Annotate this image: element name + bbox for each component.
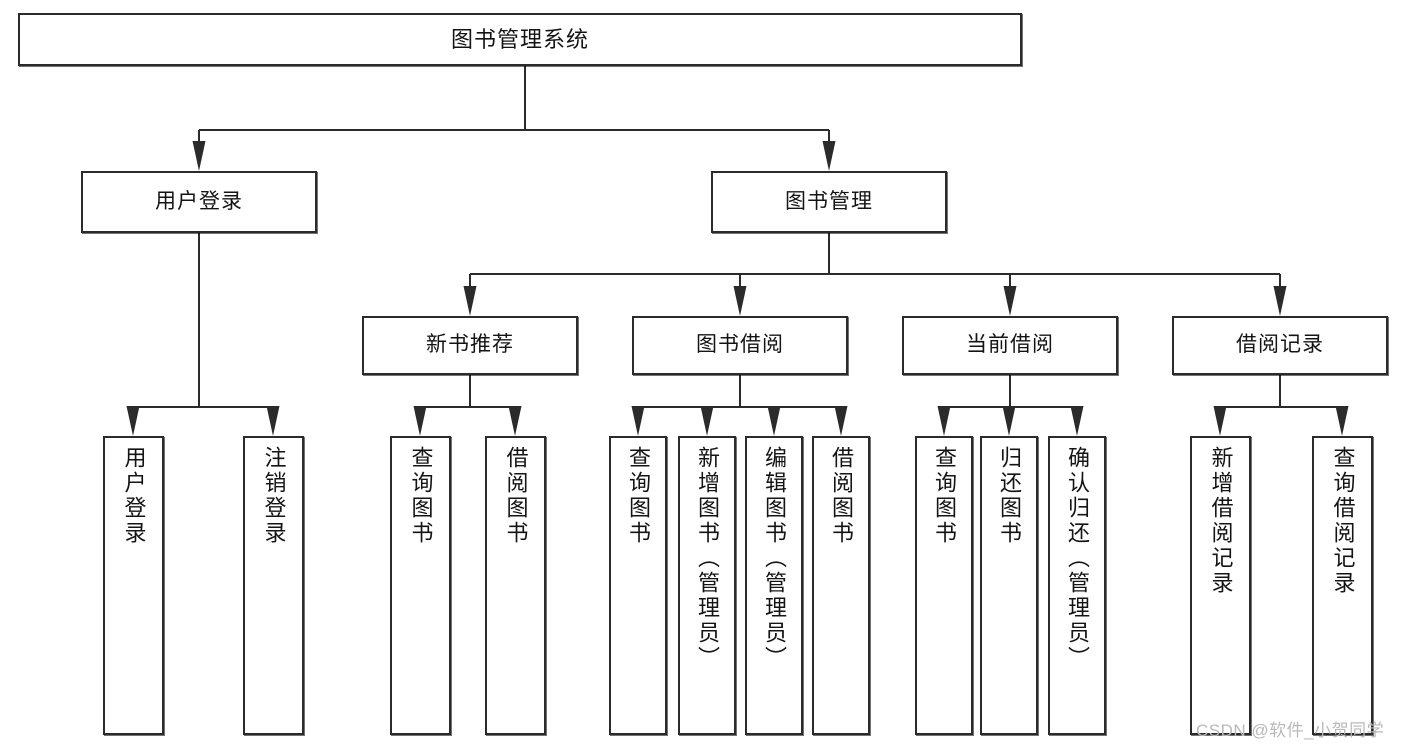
node-label: 借阅图书	[503, 446, 529, 546]
group-book-borrow-arrow-3-head	[834, 406, 848, 436]
node-label: 归还图书	[997, 446, 1022, 546]
group-current-borrow-arrow-2-head	[1070, 406, 1084, 436]
node-label: 查询图书	[626, 446, 651, 546]
node-leaf-borrow-book-2[interactable]: 借阅图书	[812, 436, 870, 735]
group-current-borrow-arrow-1-head	[1002, 406, 1016, 436]
node-label: 当前借阅	[966, 333, 1054, 357]
group-current-borrow-arrow-0-head	[937, 406, 951, 436]
node-label: 用户登录	[155, 189, 243, 213]
node-label: 注销登录	[261, 446, 287, 546]
node-label: 查询图书	[408, 446, 434, 546]
group-user-login-arrow-1-head	[266, 406, 280, 436]
node-label: 图书管理系统	[450, 26, 589, 52]
bm-arrow-3-head	[1273, 286, 1287, 316]
node-borrow-record[interactable]: 借阅记录	[1172, 316, 1388, 375]
node-leaf-edit-book-admin[interactable]: 编辑图书（管理员）	[745, 436, 803, 735]
bm-arrow-0-head	[463, 286, 477, 316]
node-book-management[interactable]: 图书管理	[711, 171, 947, 233]
bm-arrow-1-head	[733, 286, 747, 316]
node-leaf-borrow-book-1[interactable]: 借阅图书	[485, 436, 546, 735]
node-label: 新书推荐	[426, 333, 514, 357]
node-leaf-confirm-return-admin[interactable]: 确认归还（管理员）	[1048, 436, 1106, 735]
bm-arrow-2-head	[1003, 286, 1017, 316]
group-book-borrow-arrow-0-head	[631, 406, 645, 436]
group-book-borrow-arrow-2-head	[767, 406, 781, 436]
watermark: CSDN @软件_小贺同学	[1196, 721, 1385, 740]
group-borrow-record-arrow-0-head	[1213, 406, 1227, 436]
node-label: 图书借阅	[696, 333, 784, 357]
group-new-book-arrow-1-head	[508, 406, 522, 436]
node-label: 借阅图书	[829, 446, 854, 546]
node-user-login[interactable]: 用户登录	[81, 171, 317, 233]
node-label: 新增借阅记录	[1208, 446, 1234, 596]
root-arrow-0-head	[192, 141, 206, 171]
group-new-book-arrow-0-head	[413, 406, 427, 436]
node-label: 借阅记录	[1236, 333, 1324, 357]
node-leaf-query-borrow-record[interactable]: 查询借阅记录	[1312, 436, 1373, 735]
node-new-book-recommend[interactable]: 新书推荐	[362, 316, 578, 375]
node-label: 图书管理	[785, 189, 873, 213]
node-leaf-add-borrow-record[interactable]: 新增借阅记录	[1190, 436, 1251, 735]
node-label: 查询图书	[932, 446, 957, 546]
node-label: 新增图书（管理员）	[695, 446, 720, 671]
node-label: 确认归还（管理员）	[1065, 446, 1090, 671]
node-leaf-add-book-admin[interactable]: 新增图书（管理员）	[678, 436, 736, 735]
node-leaf-query-book-1[interactable]: 查询图书	[390, 436, 451, 735]
group-user-login-arrow-0-head	[126, 406, 140, 436]
node-leaf-query-book-2[interactable]: 查询图书	[609, 436, 667, 735]
node-label: 编辑图书（管理员）	[762, 446, 787, 671]
group-book-borrow-arrow-1-head	[700, 406, 714, 436]
node-leaf-user-login[interactable]: 用户登录	[103, 436, 164, 735]
node-leaf-query-book-3[interactable]: 查询图书	[915, 436, 973, 735]
node-leaf-user-logout[interactable]: 注销登录	[243, 436, 304, 735]
node-label: 查询借阅记录	[1330, 446, 1356, 596]
node-current-borrow[interactable]: 当前借阅	[902, 316, 1118, 375]
node-label: 用户登录	[121, 446, 147, 546]
root-arrow-1-head	[822, 141, 836, 171]
node-root[interactable]: 图书管理系统	[18, 13, 1022, 66]
group-borrow-record-arrow-1-head	[1335, 406, 1349, 436]
node-leaf-return-book[interactable]: 归还图书	[980, 436, 1038, 735]
node-book-borrow[interactable]: 图书借阅	[632, 316, 848, 375]
